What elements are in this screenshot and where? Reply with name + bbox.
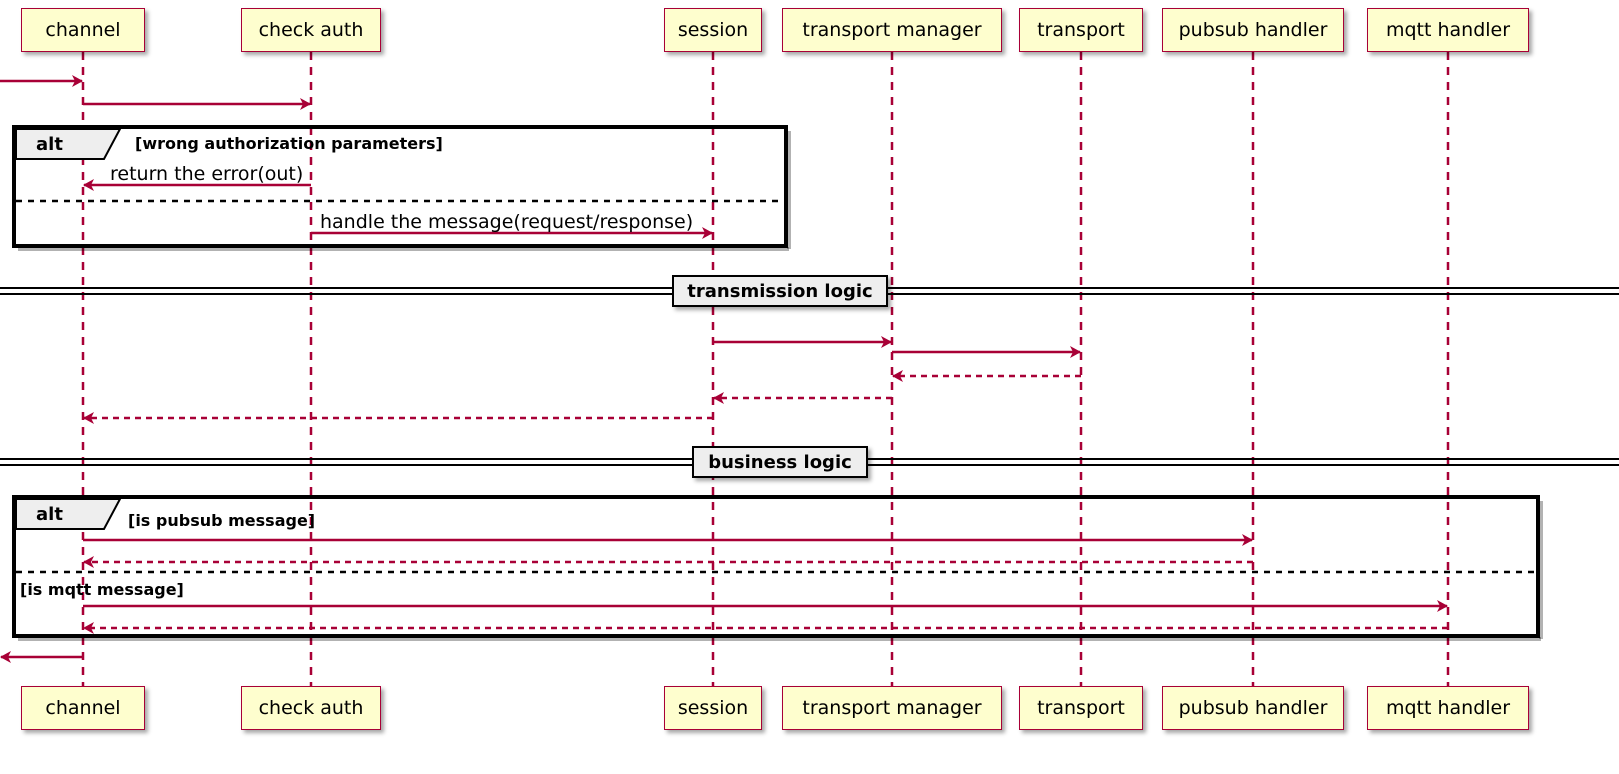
participant-label: session bbox=[677, 19, 749, 41]
frame-alt-authorization bbox=[12, 125, 788, 248]
frame-condition-alt-authorization-0: [wrong authorization parameters] bbox=[135, 134, 443, 153]
participant-label: mqtt handler bbox=[1385, 19, 1511, 41]
participant-label: check auth bbox=[258, 697, 364, 719]
divider-label-text: business logic bbox=[708, 451, 852, 473]
participant-session-header[interactable]: session bbox=[664, 8, 762, 52]
participant-mqtt-handler-header[interactable]: mqtt handler bbox=[1367, 8, 1529, 52]
participant-pubsub-handler-header[interactable]: pubsub handler bbox=[1162, 8, 1344, 52]
participant-transport-header[interactable]: transport bbox=[1019, 8, 1143, 52]
participant-label: transport bbox=[1037, 19, 1125, 41]
divider-label-text: transmission logic bbox=[687, 280, 873, 302]
frame-condition-alt-message-type-0: [is pubsub message] bbox=[128, 511, 316, 530]
message-label-msg-handle-message: handle the message(request/response) bbox=[320, 211, 694, 233]
participant-label: pubsub handler bbox=[1178, 19, 1328, 41]
participant-check-auth-header[interactable]: check auth bbox=[241, 8, 381, 52]
participant-channel-footer[interactable]: channel bbox=[21, 686, 145, 730]
participant-transport-manager-footer[interactable]: transport manager bbox=[782, 686, 1002, 730]
frame-alt-message-type bbox=[12, 495, 1540, 638]
frame-operator-alt-message-type: alt bbox=[36, 503, 63, 525]
participant-label: mqtt handler bbox=[1385, 697, 1511, 719]
frame-tab-alt-authorization bbox=[15, 128, 122, 160]
participant-label: transport manager bbox=[802, 697, 982, 719]
participant-label: transport bbox=[1037, 697, 1125, 719]
participant-label: pubsub handler bbox=[1178, 697, 1328, 719]
participant-label: transport manager bbox=[802, 19, 982, 41]
message-label-msg-return-error: return the error(out) bbox=[110, 163, 304, 185]
participant-label: channel bbox=[45, 697, 121, 719]
participant-channel-header[interactable]: channel bbox=[21, 8, 145, 52]
frame-tab-alt-message-type bbox=[15, 498, 122, 530]
participant-transport-footer[interactable]: transport bbox=[1019, 686, 1143, 730]
frame-operator-alt-authorization: alt bbox=[36, 133, 63, 155]
participant-check-auth-footer[interactable]: check auth bbox=[241, 686, 381, 730]
divider-business-logic: business logic bbox=[692, 446, 868, 478]
divider-transmission-logic: transmission logic bbox=[672, 275, 888, 307]
participant-label: channel bbox=[45, 19, 121, 41]
participant-transport-manager-header[interactable]: transport manager bbox=[782, 8, 1002, 52]
frame-condition-alt-message-type-1: [is mqtt message] bbox=[20, 580, 184, 599]
participant-pubsub-handler-footer[interactable]: pubsub handler bbox=[1162, 686, 1344, 730]
participant-label: check auth bbox=[258, 19, 364, 41]
participant-label: session bbox=[677, 697, 749, 719]
participant-session-footer[interactable]: session bbox=[664, 686, 762, 730]
participant-mqtt-handler-footer[interactable]: mqtt handler bbox=[1367, 686, 1529, 730]
